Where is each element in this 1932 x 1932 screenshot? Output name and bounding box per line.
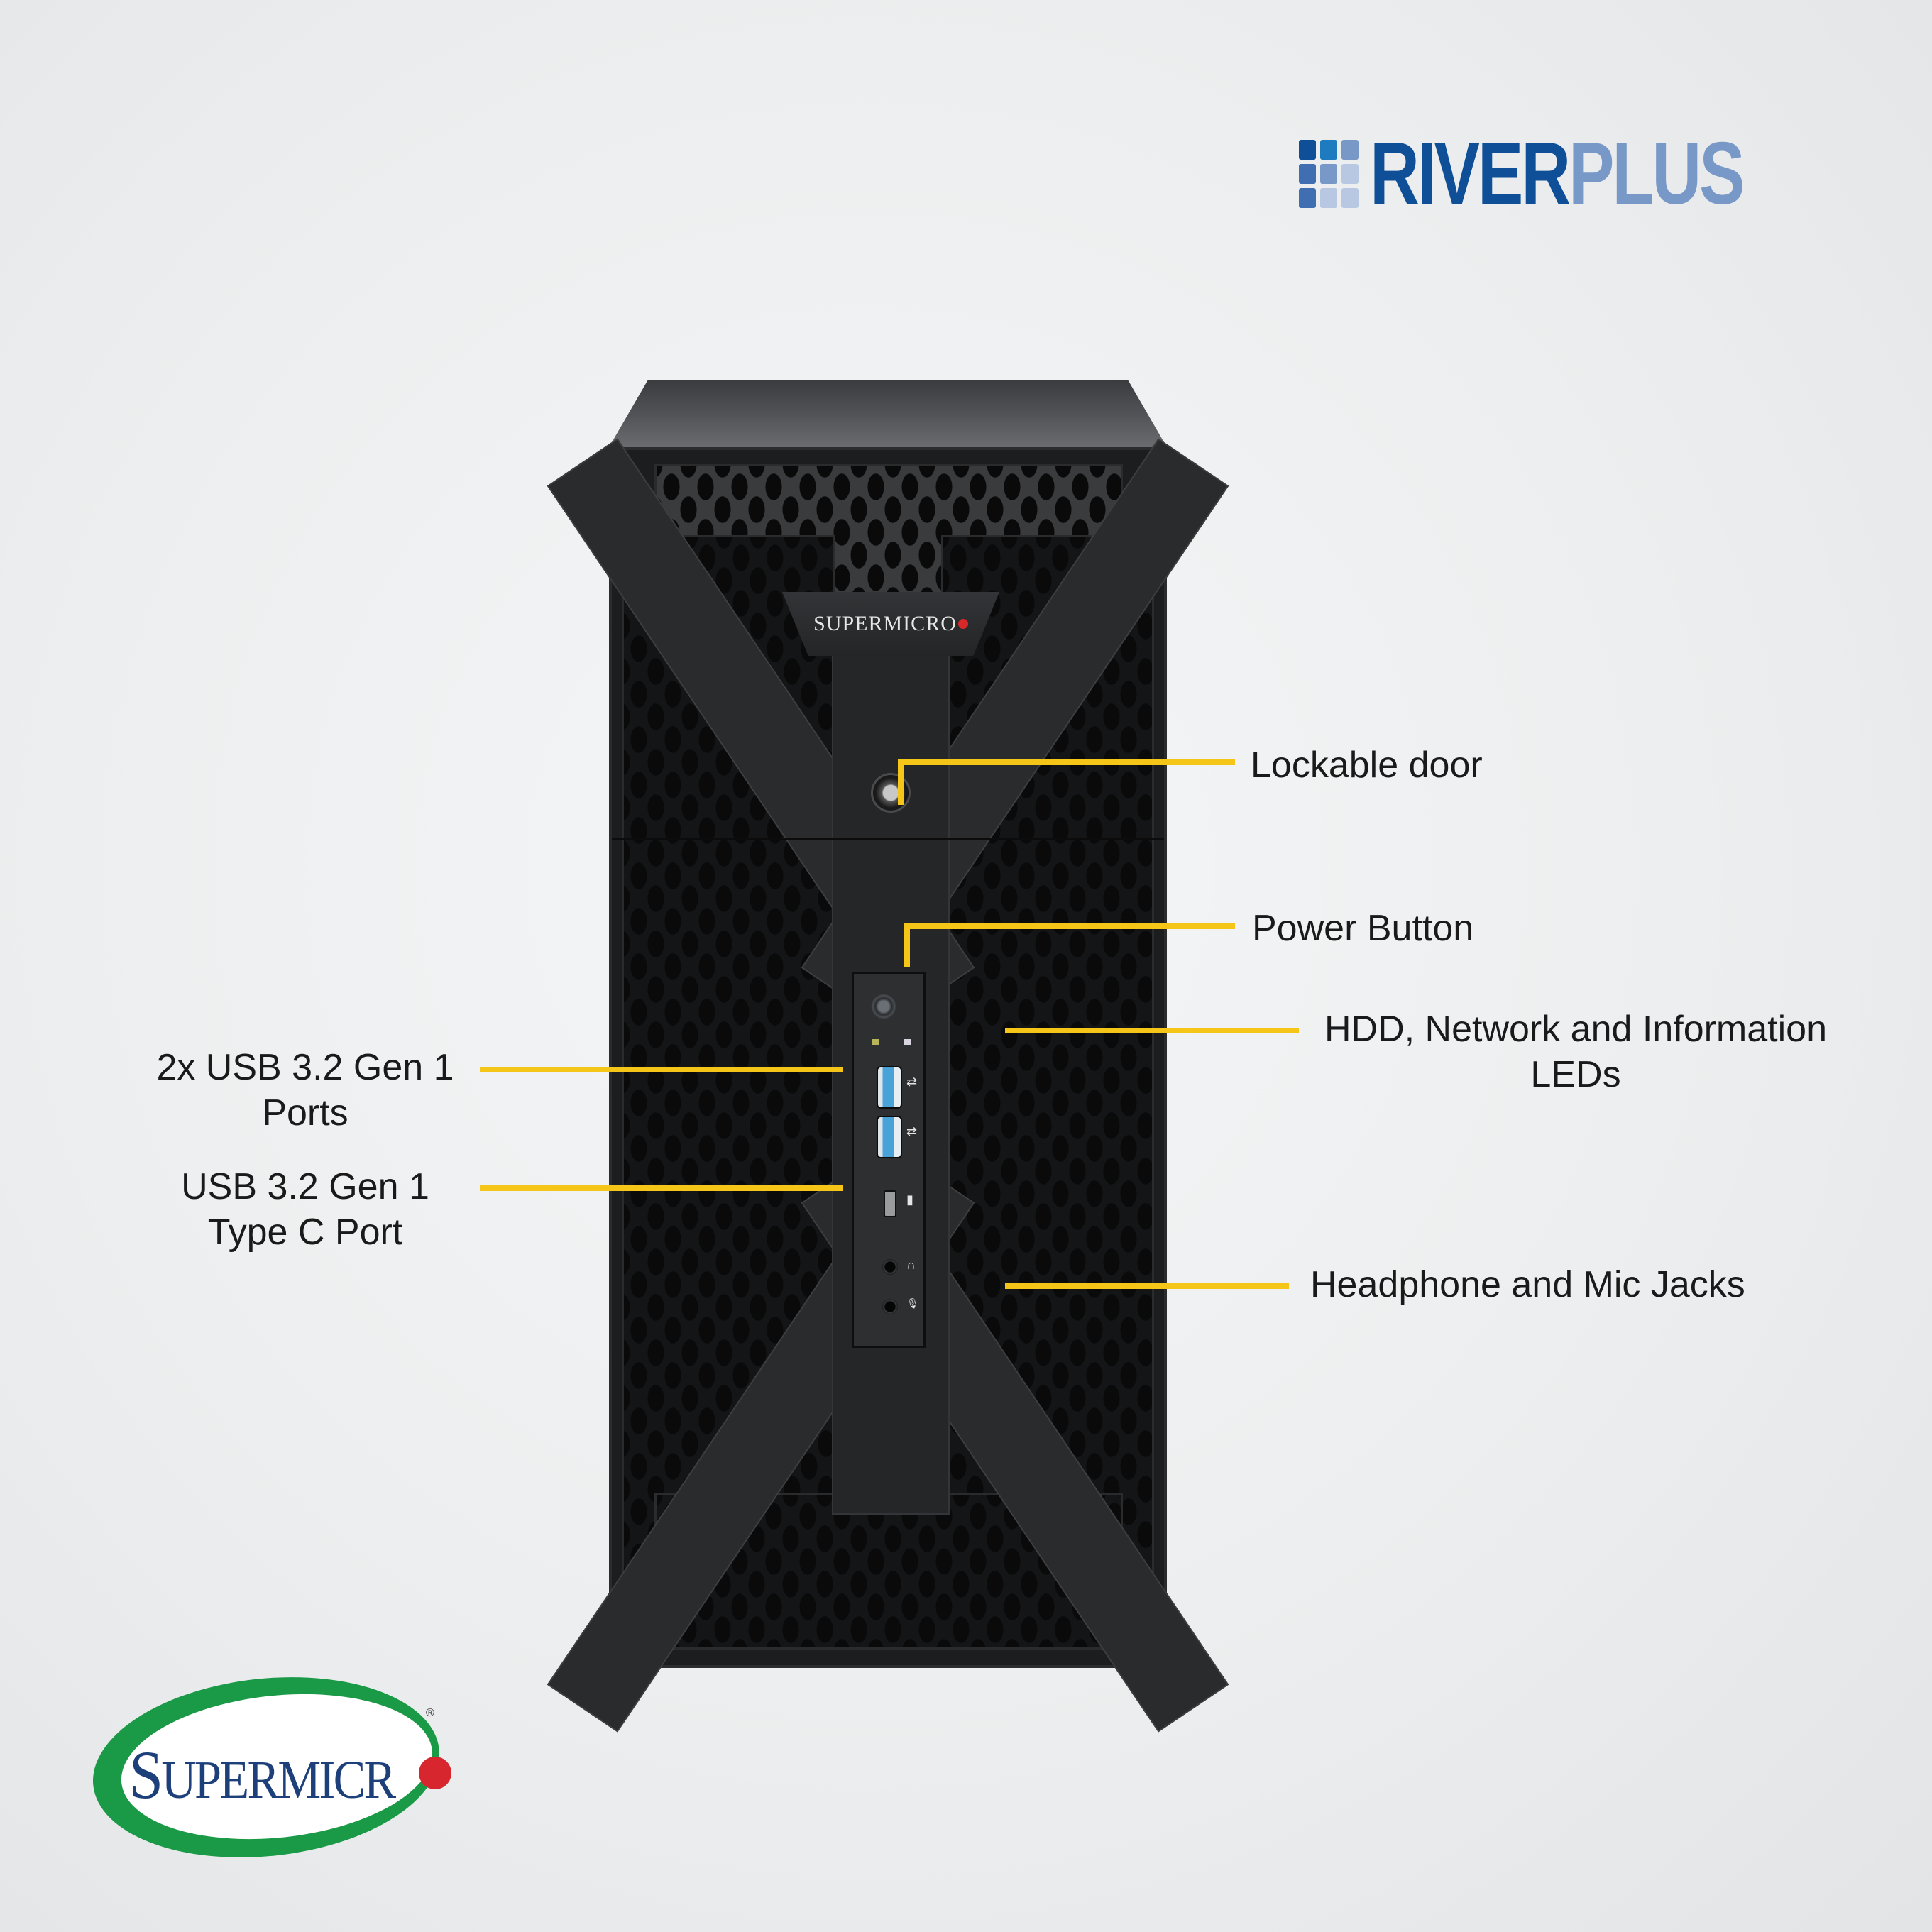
supermicro-rest: UPERMICR [161,1750,396,1810]
power-button-icon[interactable] [871,994,896,1019]
label-usb-ports: 2x USB 3.2 Gen 1 Ports [128,1045,483,1136]
callout-line-power-button [904,923,1235,929]
label-leds-line1: HDD, Network and Information [1324,1009,1828,1050]
supermicro-initial: S [129,1737,163,1813]
mic-symbol-icon: 🎙 [906,1297,919,1309]
label-audio-jacks: Headphone and Mic Jacks [1310,1264,1745,1305]
callout-line-audio-jacks [1005,1283,1289,1289]
door-lock-icon[interactable] [871,773,911,813]
callout-line-power-button [904,923,910,967]
callout-line-usb-ports [480,1067,843,1072]
callout-line-lockable-door [898,759,904,805]
headphone-symbol-icon: ∩ [906,1258,916,1272]
usb-symbol-icon: ⇄ [906,1124,918,1138]
riverplus-wordmark: RIVERPLUS [1370,130,1745,218]
callout-line-lockable-door [898,759,1235,765]
callout-line-leds [1005,1028,1299,1033]
riverplus-plus: PLUS [1568,125,1745,223]
headphone-jack-icon[interactable] [882,1259,898,1275]
led-indicator-icon [904,1039,911,1045]
led-indicator-icon [872,1039,879,1045]
supermicro-dot-icon [419,1757,451,1789]
riverplus-river: RIVER [1370,125,1571,223]
label-leds-line2: LEDs [1530,1054,1621,1095]
tower-server-image: SUPERMICRO ⇄ ⇄ ▮ ∩ 🎙 [547,380,1229,1733]
label-usb-ports-line2: Ports [262,1092,348,1134]
mic-jack-icon[interactable] [882,1299,898,1314]
registered-mark: ® [426,1707,434,1719]
door-seam [612,838,1164,840]
usb-c-port-icon[interactable] [884,1190,896,1217]
supermicro-logo: SUPERMICR ® [84,1661,454,1874]
bezel-brand-plate: SUPERMICRO [782,592,999,656]
tower-top-panel [609,380,1167,447]
front-io-panel: ⇄ ⇄ ▮ ∩ 🎙 [852,972,926,1348]
usb-symbol-icon: ⇄ [906,1075,918,1089]
tower-front-bezel: SUPERMICRO ⇄ ⇄ ▮ ∩ 🎙 [547,438,1229,1733]
supermicro-wordmark: SUPERMICR [129,1735,396,1814]
bezel-brand-text: SUPERMICRO [813,612,957,635]
riverplus-grid-icon [1299,140,1359,208]
usb-a-port-icon[interactable] [877,1116,902,1158]
label-leds: HDD, Network and Information LEDs [1306,1006,1845,1097]
riverplus-logo: RIVERPLUS [1299,130,1848,218]
callout-line-usb-c [480,1185,843,1191]
brand-dot-icon [957,619,968,629]
label-usb-c-line1: USB 3.2 Gen 1 [181,1166,429,1207]
label-usb-c: USB 3.2 Gen 1 Type C Port [149,1164,461,1255]
label-power-button: Power Button [1252,908,1474,949]
label-usb-ports-line1: 2x USB 3.2 Gen 1 [156,1047,454,1088]
label-usb-c-line2: Type C Port [207,1212,403,1253]
typec-symbol-icon: ▮ [906,1192,913,1207]
usb-a-port-icon[interactable] [877,1066,902,1109]
label-lockable-door: Lockable door [1251,745,1483,786]
